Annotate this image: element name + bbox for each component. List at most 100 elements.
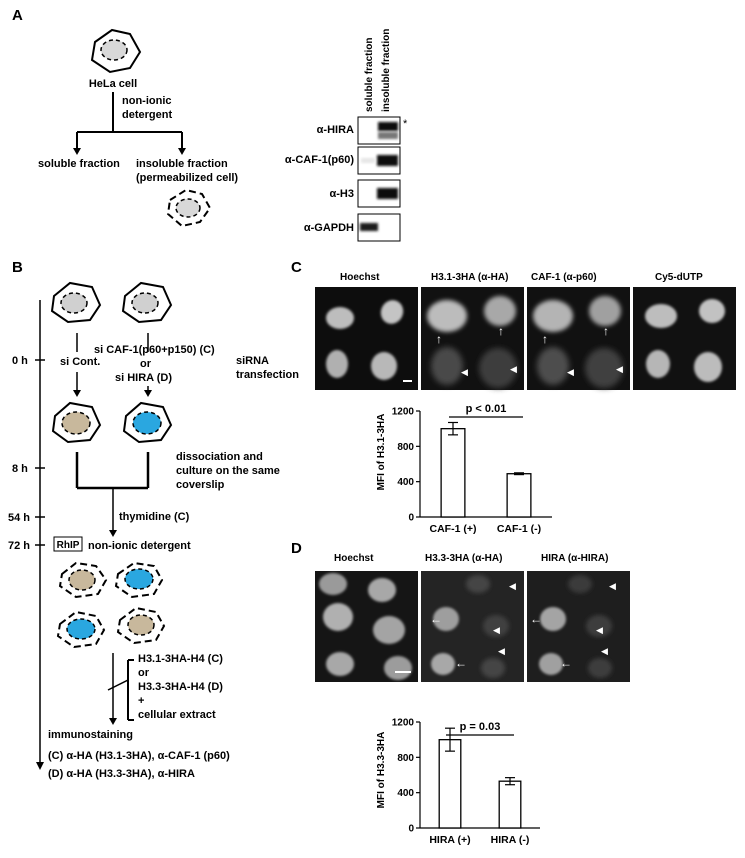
img-title-h33: H3.3-3HA (α-HA)	[425, 553, 502, 564]
blot-col-insoluble: insoluble fraction	[381, 29, 392, 112]
svg-text:↑: ↑	[436, 332, 442, 346]
si-caf1-label: si CAF-1(p60+p150) (C)	[94, 344, 215, 356]
time-72h: 72 h	[8, 540, 30, 552]
svg-text:◀: ◀	[596, 625, 603, 635]
mixed-cell-1	[58, 561, 108, 599]
svg-text:↑: ↑	[603, 324, 609, 338]
mixed-cell-4	[116, 606, 166, 645]
micrograph-d-h33: ◀ ← ◀ ◀ ←	[421, 571, 524, 682]
h33-label: H3.3-3HA-H4 (D)	[138, 681, 223, 693]
dissociation-label-3: coverslip	[176, 479, 225, 491]
mixed-cell-3	[56, 610, 106, 649]
panel-b: B 0 h 8 h 54 h 72 h si Cont. si CAF-1(p6…	[8, 259, 299, 780]
cell-icon-knockdown	[121, 281, 173, 324]
chart-c-ytick-label: 0	[408, 513, 414, 524]
chart-c-ytick-label: 400	[397, 477, 414, 488]
img-title-h31: H3.1-3HA (α-HA)	[431, 272, 508, 283]
si-hira-label: si HIRA (D)	[115, 372, 172, 384]
micrograph-c-hoechst	[315, 287, 418, 390]
thymidine-label: thymidine (C)	[119, 511, 190, 523]
western-blot: soluble fraction insoluble fraction α-HI…	[285, 29, 408, 242]
svg-text:←: ←	[560, 656, 572, 670]
staining-d-label: (D) α-HA (H3.3-3HA), α-HIRA	[48, 768, 195, 780]
svg-text:◀: ◀	[461, 367, 468, 377]
img-title-cy5: Cy5-dUTP	[655, 272, 703, 283]
svg-text:↑: ↑	[498, 324, 504, 338]
chart-d-ytick-label: 1200	[392, 718, 415, 729]
panel-c-letter: C	[291, 259, 302, 276]
extract-label: cellular extract	[138, 709, 216, 721]
staining-c-label: (C) α-HA (H3.1-3HA), α-CAF-1 (p60)	[48, 750, 230, 762]
micrograph-d-hoechst	[315, 571, 418, 682]
svg-text:◀: ◀	[609, 581, 616, 591]
detergent-label-2: detergent	[122, 109, 172, 121]
blot-row-hira: α-HIRA	[317, 124, 354, 136]
cell-icon-knockdown-transfected	[122, 401, 173, 444]
svg-text:←: ←	[530, 612, 542, 626]
detergent-label-1: non-ionic	[122, 95, 172, 107]
panel-d-letter: D	[291, 540, 302, 557]
or-label-2: or	[138, 667, 150, 679]
blot-row-caf1: α-CAF-1(p60)	[285, 154, 354, 166]
chart-d-bar	[498, 780, 522, 829]
nonionic-detergent-label: non-ionic detergent	[88, 540, 191, 552]
blot-asterisk: *	[403, 118, 408, 130]
cell-icon-control-transfected	[51, 401, 102, 444]
img-title-hoechst-c: Hoechst	[340, 272, 380, 283]
time-8h: 8 h	[12, 463, 28, 475]
insoluble-fraction-label-1: insoluble fraction	[136, 158, 228, 170]
dissociation-label-2: culture on the same	[176, 465, 280, 477]
micrograph-d-hira: ◀ ← ◀ ◀ ←	[527, 571, 630, 682]
panel-a: A HeLa cell non-ionic detergent soluble …	[12, 7, 408, 242]
chart-c-pvalue: p < 0.01	[466, 403, 507, 415]
chart-c-ylabel: MFI of H3.1-3HA	[376, 414, 387, 491]
chart-d-ytick-label: 400	[397, 788, 414, 799]
hela-cell-label: HeLa cell	[89, 78, 137, 90]
chart-d-category-label: HIRA (-)	[491, 834, 530, 846]
chart-c-bar	[506, 473, 532, 518]
time-0h: 0 h	[12, 355, 28, 367]
micrograph-c-cy5	[633, 287, 736, 390]
rhip-label: RhIP	[57, 540, 80, 551]
blot-row-gapdh: α-GAPDH	[304, 222, 354, 234]
panel-c: C Hoechst H3.1-3HA (α-HA) CAF-1 (α-p60) …	[291, 259, 736, 535]
chart-d-pvalue: p = 0.03	[460, 721, 501, 733]
soluble-fraction-label: soluble fraction	[38, 158, 120, 170]
svg-text:◀: ◀	[510, 364, 517, 374]
time-54h: 54 h	[8, 512, 30, 524]
hela-cell-icon	[90, 28, 142, 74]
si-or-label: or	[140, 358, 152, 370]
svg-text:◀: ◀	[509, 581, 516, 591]
micrograph-c-caf1: ↑ ↑ ◀ ◀	[527, 287, 630, 390]
chart-d-category-label: HIRA (+)	[429, 834, 470, 846]
img-title-hoechst-d: Hoechst	[334, 553, 374, 564]
img-title-hira: HIRA (α-HIRA)	[541, 553, 608, 564]
chart-c-ytick-label: 1200	[392, 407, 415, 418]
cell-icon-control	[50, 281, 102, 324]
rhip-box	[53, 536, 83, 552]
micrograph-c-h31: ↑ ↑ ◀ ◀	[421, 287, 524, 390]
si-control-label: si Cont.	[60, 356, 100, 368]
chart-d-ylabel: MFI of H3.3-3HA	[376, 732, 387, 809]
mixed-cell-2	[114, 561, 164, 599]
chart-d-ytick-label: 800	[397, 753, 414, 764]
chart-c-ytick-label: 800	[397, 442, 414, 453]
svg-text:◀: ◀	[567, 367, 574, 377]
panel-a-letter: A	[12, 7, 23, 24]
h31-label: H3.1-3HA-H4 (C)	[138, 653, 223, 665]
svg-text:◀: ◀	[601, 646, 608, 656]
chart-d-bar	[438, 739, 462, 829]
chart-c-category-label: CAF-1 (+)	[430, 523, 477, 535]
plus-label: +	[138, 695, 144, 707]
svg-text:◀: ◀	[498, 646, 505, 656]
permeabilized-cell-icon	[166, 188, 212, 228]
panel-b-letter: B	[12, 259, 23, 276]
svg-text:←: ←	[455, 656, 467, 670]
immunostaining-label: immunostaining	[48, 729, 133, 741]
dissociation-label-1: dissociation and	[176, 451, 263, 463]
chart-d-ytick-label: 0	[408, 824, 414, 835]
blot-row-h3: α-H3	[330, 188, 355, 200]
panel-d: D Hoechst H3.3-3HA (α-HA) HIRA (α-HIRA) …	[291, 540, 630, 846]
